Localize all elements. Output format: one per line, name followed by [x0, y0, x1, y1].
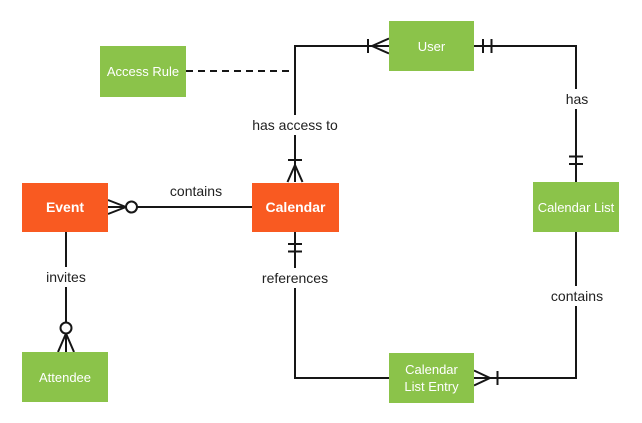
connector-event-calendar: [107, 199, 252, 215]
crow-foot-many-user-left: [371, 37, 390, 55]
relationship-label-contains: contains: [165, 181, 227, 201]
double-tick-calendar-list-top: [569, 155, 583, 165]
entity-calendar-label: Calendar: [265, 199, 326, 215]
entity-calendar-list: Calendar List: [533, 182, 619, 232]
circle-optional-event: [125, 200, 138, 214]
connector-user-calendar-list: [474, 39, 583, 182]
entity-user: User: [389, 21, 474, 71]
entity-calendar: Calendar: [252, 183, 339, 232]
entity-attendee-label: Attendee: [38, 369, 92, 385]
entity-user-label: User: [417, 38, 446, 54]
double-tick-calendar-bottom: [288, 243, 302, 253]
line-calendar-list-entry: [474, 232, 577, 379]
circle-optional-attendee: [59, 321, 73, 335]
connector-calendar-list-entry: [473, 232, 577, 387]
entity-event-label: Event: [45, 199, 85, 215]
double-tick-user-right: [482, 39, 493, 53]
relationship-label-invites: invites: [42, 267, 90, 287]
line-user-calendar-list: [474, 45, 577, 182]
entity-calendar-list-entry-label: Calendar List Entry: [404, 362, 459, 394]
connector-calendar-user: [286, 37, 390, 183]
entity-calendar-list-label: Calendar List: [537, 199, 615, 215]
crow-foot-many-calendar-top: [286, 164, 304, 183]
entity-access-rule: Access Rule: [100, 46, 186, 97]
line-calendar-entry: [294, 232, 389, 379]
entity-calendar-list-entry: Calendar List Entry: [389, 353, 474, 403]
crow-foot-many-attendee: [57, 333, 75, 353]
relationship-label-has-access-to: has access to: [248, 115, 342, 135]
line-calendar-user: [294, 45, 389, 182]
relationship-label-has: has: [561, 89, 593, 109]
relationship-label-references: references: [257, 268, 333, 288]
entity-event: Event: [22, 183, 108, 232]
entity-access-rule-label: Access Rule: [106, 64, 180, 79]
connector-calendar-entry: [288, 232, 389, 379]
connector-event-attendee: [57, 232, 75, 353]
relationship-label-contains-right: contains: [546, 286, 608, 306]
crow-foot-many-entry-right: [473, 369, 491, 387]
crow-foot-many-event: [107, 199, 127, 215]
entity-attendee: Attendee: [22, 352, 108, 402]
